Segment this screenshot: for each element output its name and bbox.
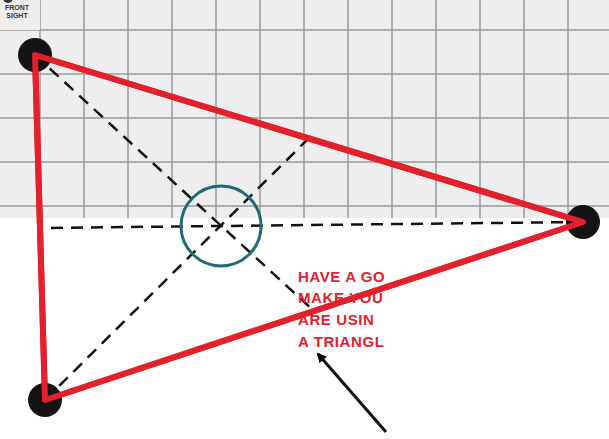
centre-circle	[181, 186, 261, 266]
triangle-edge	[35, 55, 583, 400]
note-text: HAVE A GO	[298, 266, 385, 287]
sight-icon	[3, 0, 13, 3]
target-paper	[0, 0, 609, 218]
note-text: ARE USIN	[298, 309, 374, 330]
pointer-arrow	[318, 354, 386, 432]
note-text: A TRIANGL	[298, 331, 385, 352]
note-text: MAKE YOU	[298, 287, 383, 308]
target-grid	[0, 0, 609, 218]
sight-patch	[0, 0, 40, 30]
sight-triangle	[35, 55, 583, 400]
median-lines	[35, 55, 583, 400]
target-label: FRONT SIGHT	[2, 4, 32, 20]
